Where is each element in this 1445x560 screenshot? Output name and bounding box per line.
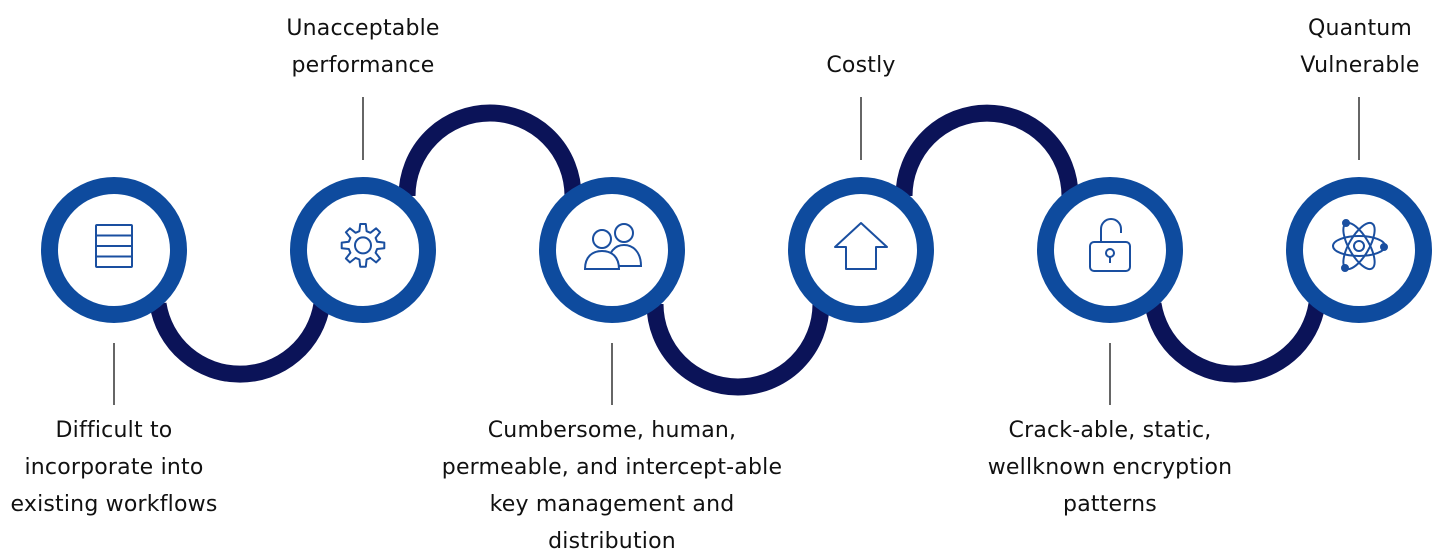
label-key-management: Cumbersome, human, permeable, and interc… — [432, 412, 792, 560]
label-line: Vulnerable — [1300, 53, 1420, 78]
users-icon — [583, 223, 643, 270]
node-1 — [41, 177, 187, 323]
connector-3-4 — [646, 303, 830, 396]
label-line: wellknown encryption — [987, 455, 1233, 480]
node-5 — [1037, 177, 1183, 323]
label-line: key management and — [489, 492, 735, 517]
label-line: Quantum — [1307, 16, 1413, 41]
label-costly: Costly — [781, 47, 941, 84]
label-line: incorporate into — [24, 455, 204, 480]
label-line: permeable, and intercept-able — [441, 455, 783, 480]
label-line: performance — [291, 53, 435, 78]
label-unacceptable-performance: Unacceptable performance — [263, 10, 463, 84]
label-line: existing workflows — [10, 492, 218, 517]
label-line: distribution — [548, 529, 676, 554]
label-line: Unacceptable — [286, 16, 440, 41]
connector-5-6 — [1144, 302, 1326, 383]
connector-2-3 — [398, 104, 582, 197]
label-line: Cumbersome, human, — [487, 418, 737, 443]
label-line: patterns — [1063, 492, 1157, 517]
house-icon — [834, 222, 888, 270]
connector-1-2 — [149, 302, 331, 383]
label-line: Costly — [826, 53, 896, 78]
label-line: Difficult to — [55, 418, 173, 443]
connector-4-5 — [895, 104, 1079, 197]
node-6 — [1286, 177, 1432, 323]
node-4 — [788, 177, 934, 323]
node-2 — [290, 177, 436, 323]
gear-icon — [340, 223, 386, 268]
label-quantum-vulnerable: Quantum Vulnerable — [1285, 10, 1435, 84]
atom-icon — [1332, 219, 1388, 272]
node-3 — [539, 177, 685, 323]
label-difficult-to-incorporate: Difficult to incorporate into existing w… — [4, 412, 224, 523]
lock-icon — [1089, 218, 1131, 272]
list-icon — [95, 224, 133, 268]
label-line: Crack-able, static, — [1008, 418, 1212, 443]
label-crack-able-encryption: Crack-able, static, wellknown encryption… — [970, 412, 1250, 523]
